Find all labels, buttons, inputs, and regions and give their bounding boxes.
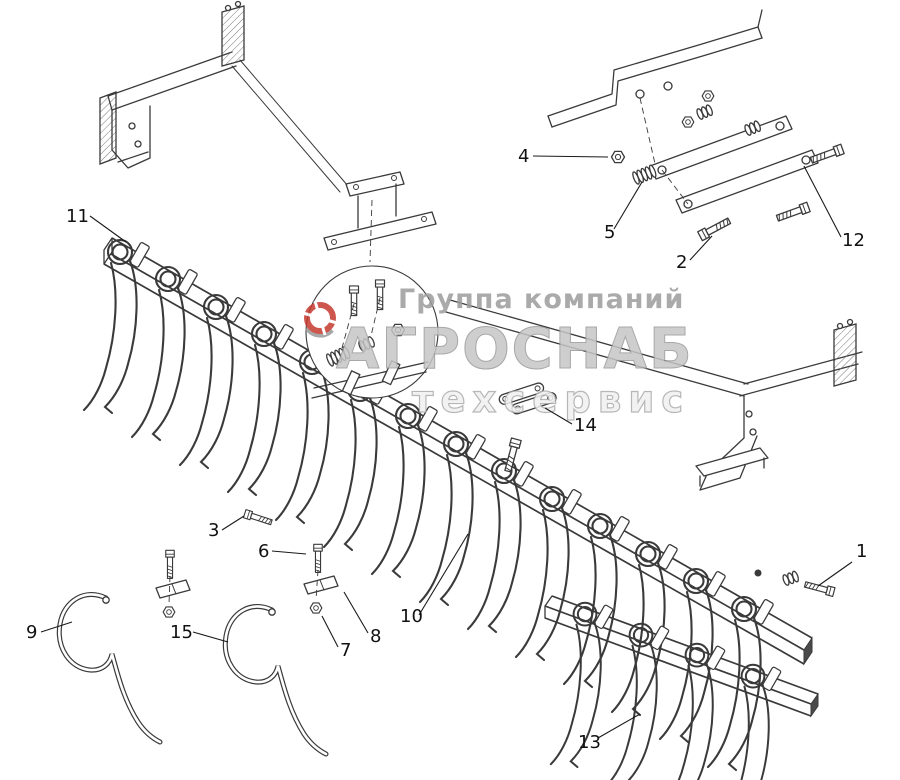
callout-label-5: 5 [604,222,615,243]
callouts: 11 4 5 2 12 14 3 6 [26,146,867,753]
spring-tine [466,457,535,634]
nut-part-7 [309,602,323,614]
lower-tine-bar [544,595,819,780]
callout-label-9: 9 [26,622,37,643]
callout-part-12: 12 [803,165,865,251]
callout-label-2: 2 [676,252,687,273]
spring-tine [178,293,247,470]
callout-part-11: 11 [66,206,127,243]
callout-label-1: 1 [856,541,867,562]
link-part-14 [498,382,557,474]
nut-bent-bar [701,90,715,102]
loose-tine-part-9 [56,591,163,745]
callout-label-3: 3 [208,520,219,541]
watermark-brand: АГРОСНАБ [336,317,694,382]
detail-circle [305,265,439,399]
spring-tine [562,512,631,689]
callout-part-4: 4 [518,146,609,167]
detail-bolt-a [348,285,360,317]
callout-part-14: 14 [544,407,597,436]
spring-tine [322,375,391,552]
bolt-set-part-1 [754,569,836,598]
spring-washers-part-5 [630,163,658,186]
spring-tine [717,663,783,780]
linkage-assembly [610,90,845,242]
bolt-part-12a [809,143,845,166]
callout-part-13: 13 [578,713,641,753]
spring-tine [418,430,487,607]
spring-tine [514,485,583,662]
center-mount-bracket [323,171,437,263]
washer-stack-top [695,103,715,121]
spring-tine [370,402,439,579]
clamp-bolt [165,549,175,579]
watermark-company-group: Группа компаний [398,284,684,315]
top-bent-bar [547,9,763,169]
clamp-set-right [303,543,339,614]
callout-part-1: 1 [817,541,867,587]
callout-part-15: 15 [170,622,229,643]
callout-label-10: 10 [400,606,423,627]
callout-part-5: 5 [604,181,643,243]
callout-label-12: 12 [842,230,865,251]
spring-tine [130,265,199,442]
bolt-part-6 [313,543,323,573]
clamp-nut [162,606,176,618]
callout-label-11: 11 [66,206,89,227]
frame-tube [445,299,749,397]
watermark-logo [302,300,338,338]
callout-label-15: 15 [170,622,193,643]
watermark: Группа компаний АГРОСНАБ техсервис [302,284,694,422]
callout-label-8: 8 [370,626,381,647]
detail-bolt-b [374,279,386,311]
bolt-part-12b [775,201,811,224]
callout-label-14: 14 [574,415,597,436]
callout-part-10: 10 [400,533,469,627]
bolt-part-3 [242,509,274,527]
right-mount-bracket [695,318,863,491]
loose-tine-part-15 [222,603,329,757]
bolt-part-2 [697,215,733,242]
clamp-set-left [155,549,191,618]
pin-bolt [502,437,522,474]
callout-label-4: 4 [518,146,529,167]
watermark-division: техсервис [412,378,690,421]
nut-top-pivot [681,116,695,128]
callout-part-2: 2 [676,235,713,273]
washers-part-1 [781,569,801,587]
left-mount-bracket [99,0,349,193]
spring-tine [82,238,151,415]
callout-part-7: 7 [321,615,351,661]
callout-label-6: 6 [258,541,269,562]
callout-part-9: 9 [26,621,73,643]
callout-label-13: 13 [578,732,601,753]
callout-part-3: 3 [208,515,245,541]
callout-part-8: 8 [343,591,381,647]
spring-tine [226,320,295,497]
nut-part-4 [610,150,626,164]
bolt-part-1 [803,579,836,598]
callout-label-7: 7 [340,640,351,661]
callout-part-6: 6 [258,541,307,562]
